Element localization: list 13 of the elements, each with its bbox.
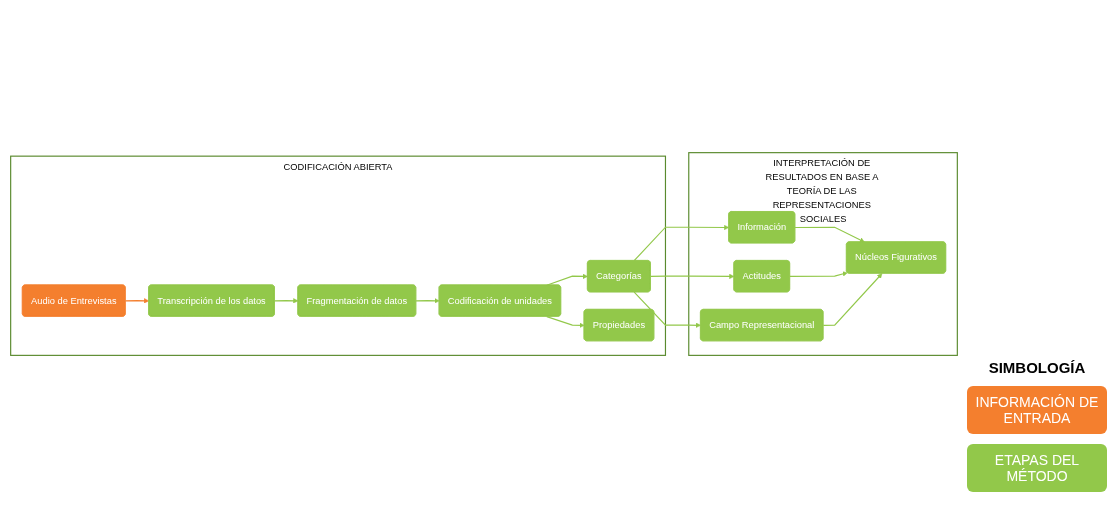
arrow — [633, 291, 701, 328]
legend-swatch: ETAPAS DEL MÉTODO — [967, 444, 1107, 492]
arrow — [650, 273, 735, 279]
arrow — [794, 226, 865, 243]
arrow — [789, 271, 848, 277]
arrow — [125, 298, 150, 304]
legend-heading: SIMBOLOGÍA — [988, 359, 1086, 376]
arrow — [415, 298, 440, 304]
legend-swatch: INFORMACIÓN DE ENTRADA — [967, 386, 1107, 434]
arrow — [633, 224, 730, 262]
arrow — [546, 316, 585, 328]
arrow — [274, 298, 299, 304]
arrow — [822, 273, 883, 326]
